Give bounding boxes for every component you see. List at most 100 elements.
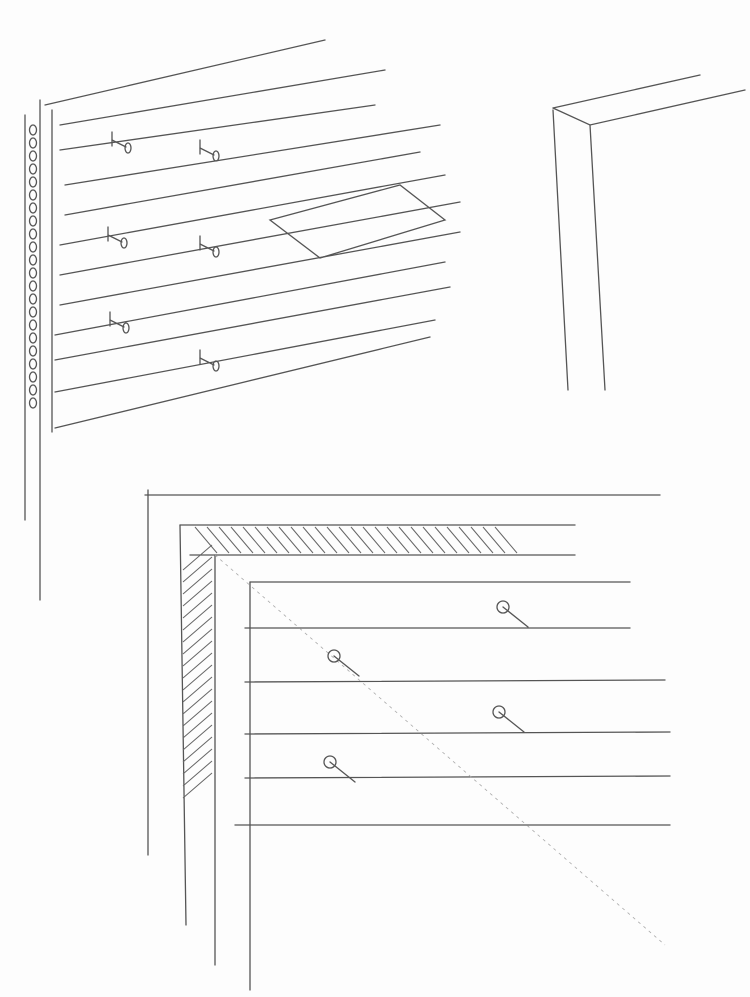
- hole: [28, 345, 38, 357]
- hatch-line: [182, 580, 213, 607]
- hatch-line: [182, 556, 213, 583]
- hatch-line: [422, 526, 446, 554]
- nail-shank: [199, 147, 215, 156]
- hatch-line: [254, 526, 278, 554]
- hole: [28, 332, 38, 344]
- hatch-line: [386, 526, 410, 554]
- hatch-line: [230, 526, 254, 554]
- nail-tip: [120, 237, 128, 249]
- hatched-corner-sketch: [144, 489, 671, 991]
- nail-head: [496, 600, 510, 614]
- hatch-line: [398, 526, 422, 554]
- hatch-line: [182, 616, 213, 643]
- hatch-line: [182, 664, 213, 691]
- hatch-line: [182, 568, 213, 595]
- nail-tip: [212, 150, 220, 162]
- nail-shank: [498, 711, 525, 733]
- hole: [28, 358, 38, 370]
- nail-icon: [111, 131, 132, 154]
- hatch-line: [494, 526, 518, 554]
- nails-bottom: [323, 600, 529, 783]
- nail-tip: [122, 322, 130, 334]
- hole: [28, 306, 38, 318]
- nail-icon: [323, 755, 356, 783]
- hatch-line: [266, 526, 290, 554]
- hole: [28, 254, 38, 266]
- hatch-line: [182, 748, 213, 775]
- nail-shank: [333, 655, 360, 677]
- hatch-line: [182, 772, 213, 799]
- hatch-line: [182, 652, 213, 679]
- nail-icon: [496, 600, 529, 628]
- hole: [28, 137, 38, 149]
- hatch-line: [218, 526, 242, 554]
- nail-icon: [199, 139, 220, 162]
- corner-post-sketch: [552, 74, 746, 391]
- hole: [28, 280, 38, 292]
- hatch-line: [242, 526, 266, 554]
- nail-shank: [111, 139, 127, 148]
- hatch-line: [350, 526, 374, 554]
- hatch-line: [278, 526, 302, 554]
- nail-icon: [492, 705, 525, 733]
- hatch-line: [434, 526, 458, 554]
- nail-shank: [502, 606, 529, 628]
- hatch-line: [182, 544, 213, 571]
- nail-shank: [329, 761, 356, 783]
- nail-shank: [199, 357, 215, 366]
- hole: [28, 202, 38, 214]
- hatch-line: [182, 712, 213, 739]
- pegboard-holes: [28, 124, 38, 409]
- nail-icon: [199, 349, 220, 372]
- nail-icon: [107, 226, 128, 249]
- hole: [28, 267, 38, 279]
- hole: [28, 371, 38, 383]
- nail-head: [492, 705, 506, 719]
- hatch-line: [194, 526, 218, 554]
- hole: [28, 150, 38, 162]
- hatch-line: [458, 526, 482, 554]
- hatch-line: [182, 760, 213, 787]
- hatch-line: [374, 526, 398, 554]
- hole: [28, 189, 38, 201]
- pegboard-shelf-sketch: [24, 39, 461, 601]
- shelf-panel: [268, 184, 447, 259]
- hatch-line: [182, 700, 213, 727]
- nail-icon: [199, 235, 220, 258]
- hole: [28, 163, 38, 175]
- nail-head: [327, 649, 341, 663]
- hatch-line: [470, 526, 494, 554]
- hatch-line: [182, 592, 213, 619]
- hole: [28, 124, 38, 136]
- hole: [28, 215, 38, 227]
- hatch-line: [182, 676, 213, 703]
- nail-icon: [327, 649, 360, 677]
- hatch-line: [182, 604, 213, 631]
- nail-icon: [109, 311, 130, 334]
- hole: [28, 241, 38, 253]
- nail-tip: [124, 142, 132, 154]
- nail-shank: [109, 319, 125, 328]
- hatch-line: [338, 526, 362, 554]
- hatch-line: [302, 526, 326, 554]
- hatch-line: [326, 526, 350, 554]
- hatch-line: [182, 640, 213, 667]
- hatch-line: [206, 526, 230, 554]
- hole: [28, 397, 38, 409]
- hatching: [182, 526, 518, 799]
- nail-head: [323, 755, 337, 769]
- nail-shank: [199, 243, 215, 252]
- nail-shank: [107, 234, 123, 243]
- hatch-line: [182, 724, 213, 751]
- hatch-line: [290, 526, 314, 554]
- hatch-line: [182, 688, 213, 715]
- hole: [28, 228, 38, 240]
- nail-tip: [212, 246, 220, 258]
- hole: [28, 384, 38, 396]
- hatch-line: [482, 526, 506, 554]
- hatch-line: [314, 526, 338, 554]
- nails-top: [107, 131, 220, 372]
- hatch-line: [182, 736, 213, 763]
- hatch-line: [362, 526, 386, 554]
